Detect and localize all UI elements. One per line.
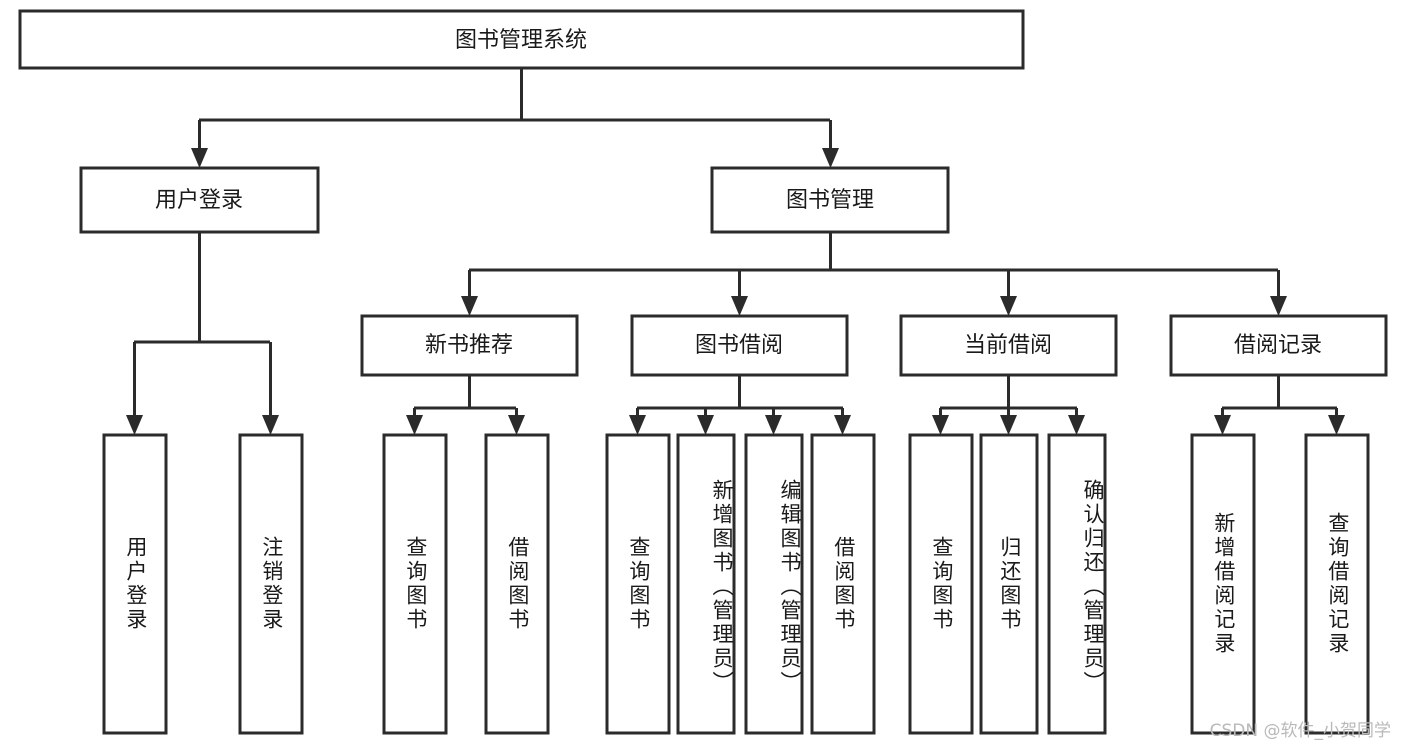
arrow-current-borrow <box>1000 296 1017 316</box>
leaf-add-record-box[interactable] <box>1190 433 1256 735</box>
node-borrow-record-box[interactable] <box>1169 314 1388 377</box>
arrow-leaf-add-record <box>1214 415 1231 435</box>
leaf-return-book-box[interactable] <box>979 433 1039 735</box>
csdn-watermark: CSDN @软件_小贺同学 <box>1209 721 1391 741</box>
leaf-query-record-box[interactable] <box>1304 433 1370 735</box>
node-book-manage-box[interactable] <box>710 166 950 234</box>
edge-group-book-borrow-to-leaves <box>629 375 851 435</box>
arrow-to-book-manage <box>822 148 839 168</box>
arrow-leaf-query-book-2 <box>629 415 646 435</box>
node-new-book-recommend[interactable]: 新书推荐 <box>360 314 579 377</box>
node-user-login[interactable]: 用户登录 <box>79 166 320 234</box>
node-new-book-recommend-label: 新书推荐 <box>425 333 513 358</box>
edge-group-root-to-level2 <box>191 68 839 168</box>
edge-group-book-manage-to-level3 <box>461 232 1287 316</box>
arrow-leaf-borrow-book-1 <box>508 415 525 435</box>
arrow-leaf-confirm-return <box>1068 415 1085 435</box>
leaf-add-book-box[interactable] <box>676 433 736 735</box>
arrow-leaf-query-book-3 <box>932 415 949 435</box>
node-current-borrow-box[interactable] <box>899 314 1118 377</box>
arrow-to-user-login <box>191 148 208 168</box>
leaf-borrow-book-1-box[interactable] <box>484 433 550 735</box>
arrow-leaf-query-record <box>1328 415 1345 435</box>
node-current-borrow-label: 当前借阅 <box>964 333 1052 358</box>
node-book-borrow-box[interactable] <box>630 314 849 377</box>
arrow-leaf-borrow-book-2 <box>834 415 851 435</box>
leaf-confirm-return-box[interactable] <box>1047 433 1107 735</box>
arrow-leaf-add-book <box>697 415 714 435</box>
node-new-book-recommend-box[interactable] <box>360 314 579 377</box>
node-user-login-box[interactable] <box>79 166 320 234</box>
leaf-user-login-box[interactable] <box>102 433 168 735</box>
node-root[interactable]: 图书管理系统 <box>18 9 1025 70</box>
node-current-borrow[interactable]: 当前借阅 <box>899 314 1118 377</box>
arrow-leaf-query-book-1 <box>406 415 423 435</box>
leaf-logout-login-box[interactable] <box>238 433 304 735</box>
edge-group-new-book-to-leaves <box>406 375 525 435</box>
node-root-label: 图书管理系统 <box>455 28 587 53</box>
leaf-box-group <box>102 433 1370 735</box>
node-borrow-record-label: 借阅记录 <box>1234 333 1322 358</box>
node-book-borrow[interactable]: 图书借阅 <box>630 314 849 377</box>
node-book-manage-label: 图书管理 <box>786 188 874 213</box>
arrow-leaf-logout-login <box>262 415 279 435</box>
leaf-query-book-3-box[interactable] <box>908 433 974 735</box>
arrow-leaf-edit-book <box>765 415 782 435</box>
leaf-edit-book-box[interactable] <box>744 433 804 735</box>
node-book-borrow-label: 图书借阅 <box>695 333 783 358</box>
arrow-leaf-user-login <box>126 415 143 435</box>
leaf-borrow-book-2-box[interactable] <box>810 433 876 735</box>
node-book-manage[interactable]: 图书管理 <box>710 166 950 234</box>
node-borrow-record[interactable]: 借阅记录 <box>1169 314 1388 377</box>
arrow-leaf-return-book <box>1000 415 1017 435</box>
edge-group-user-login-to-leaves <box>126 232 279 435</box>
node-root-box[interactable] <box>18 9 1025 70</box>
arrow-borrow-record <box>1270 296 1287 316</box>
arrow-new-book-recommend <box>461 296 478 316</box>
leaf-query-book-2-box[interactable] <box>605 433 671 735</box>
node-user-login-label: 用户登录 <box>155 188 243 213</box>
leaf-query-book-1-box[interactable] <box>382 433 448 735</box>
edge-group-borrow-record-to-leaves <box>1214 375 1345 435</box>
arrow-book-borrow <box>731 296 748 316</box>
edge-group-current-borrow-to-leaves <box>932 375 1085 435</box>
